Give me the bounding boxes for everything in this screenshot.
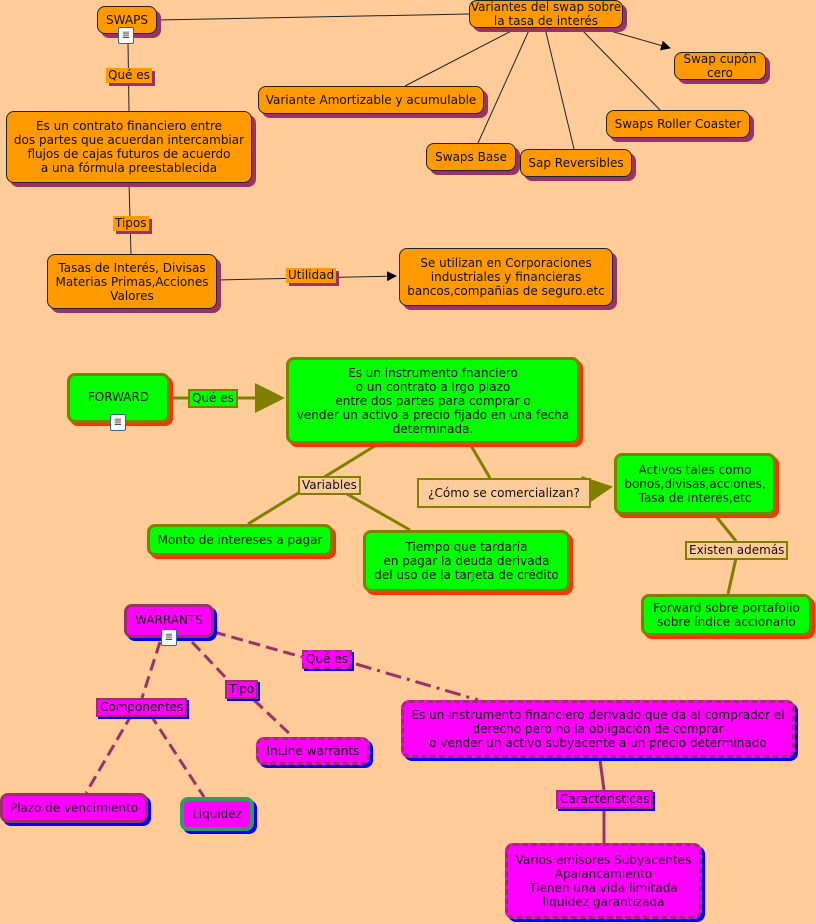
swaps-definition-node[interactable]: Es un contrato financiero entre dos part… xyxy=(6,111,252,183)
document-icon[interactable]: ≣ xyxy=(118,27,134,44)
forward-portafolio-node[interactable]: Forward sobre portafolio sobre índice ac… xyxy=(641,594,812,636)
activos-node[interactable]: Activos tales como bonos,divisas,accione… xyxy=(614,453,776,515)
swaps-base-node[interactable]: Swaps Base xyxy=(426,143,516,171)
variante-amortizable-node[interactable]: Variante Amortizable y acumulable xyxy=(258,86,484,114)
link-label-caracteristicas: Características xyxy=(556,790,654,809)
swaps-tipos-node[interactable]: Tasas de Interés, Divisas Materias Prima… xyxy=(47,254,217,309)
link-label-comercializan: ¿Cómo se comercializan? xyxy=(417,478,591,508)
tiempo-node[interactable]: Tiempo que tardaría en pagar la deuda de… xyxy=(363,530,570,592)
link-label-existen: Existen además xyxy=(685,541,789,560)
link-label-componentes: Componentes xyxy=(96,698,188,717)
variantes-node[interactable]: Variantes del swap sobre la tasa de inte… xyxy=(469,0,623,28)
link-label-que-es: Qué es xyxy=(106,68,152,83)
document-icon[interactable]: ≣ xyxy=(110,414,126,431)
caracteristicas-node[interactable]: Varios emisores Subyacentes Apalancamien… xyxy=(505,843,702,919)
link-label-tipo: Tipo xyxy=(225,680,259,699)
link-label-variables: Variables xyxy=(298,476,361,495)
swaps-roller-coaster-node[interactable]: Swaps Roller Coaster xyxy=(606,110,750,138)
sap-reversibles-node[interactable]: Sap Reversibles xyxy=(520,149,632,177)
warrants-definition-node[interactable]: Es un instrumento financiero derivado qu… xyxy=(401,700,795,758)
liquidez-node[interactable]: Liquidez xyxy=(180,797,254,831)
document-icon[interactable]: ≣ xyxy=(161,629,177,646)
monto-intereses-node[interactable]: Monto de intereses a pagar xyxy=(147,524,333,556)
link-label-que-es: Qué es xyxy=(302,650,352,669)
forward-definition-node[interactable]: Es un instrumento fnanciero o un contrat… xyxy=(286,357,580,444)
link-label-tipos: Tipos xyxy=(113,216,149,231)
swaps-uso-node[interactable]: Se utilizan en Corporaciones industriale… xyxy=(399,248,613,306)
swap-cupon-cero-node[interactable]: Swap cupón cero xyxy=(674,52,766,80)
link-label-que-es: Qué es xyxy=(188,389,238,408)
link-label-utilidad: Utilidad xyxy=(286,268,337,283)
inline-warrants-node[interactable]: InLine warrants xyxy=(256,737,370,765)
plazo-vencimiento-node[interactable]: Plazo de vencimiento xyxy=(0,793,148,823)
